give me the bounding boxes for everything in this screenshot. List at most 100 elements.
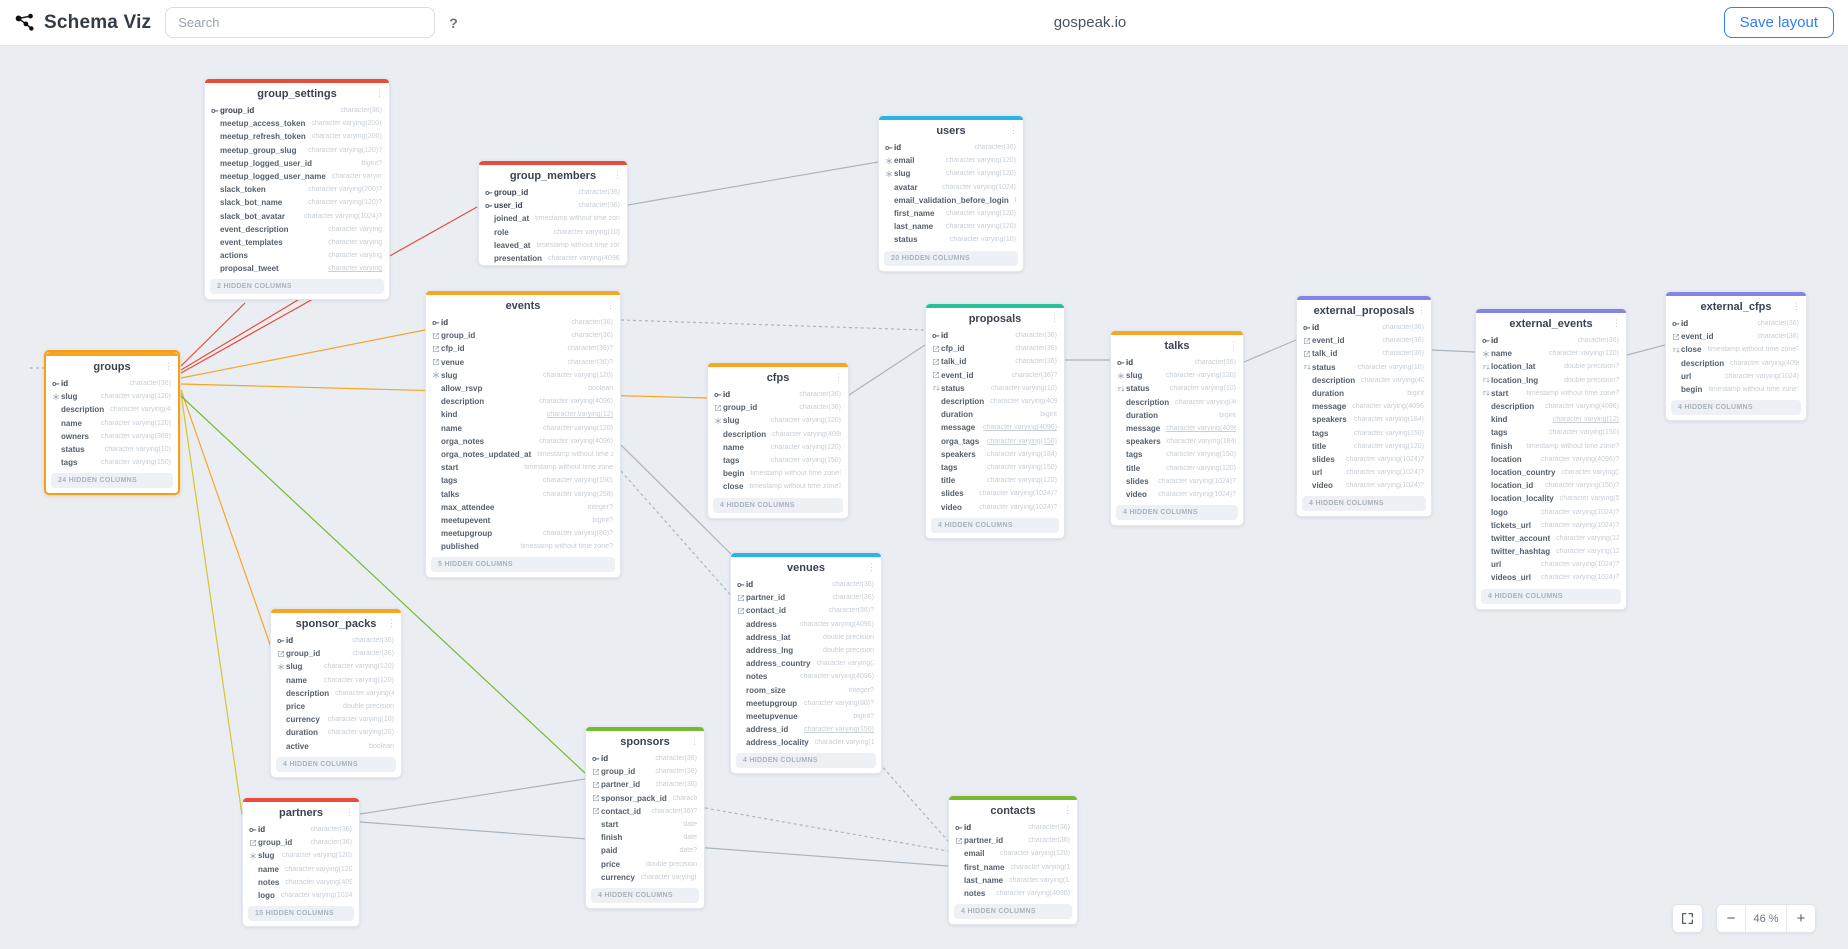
column-type: character varying(30)? (1561, 468, 1619, 476)
hidden-columns-footer[interactable]: 2 HIDDEN COLUMNS (210, 279, 384, 295)
table-color-band (1666, 292, 1806, 296)
kebab-menu-icon[interactable]: ⋮ (375, 88, 384, 98)
kebab-menu-icon[interactable]: ⋮ (1050, 313, 1059, 323)
column-name: description (441, 397, 485, 407)
hidden-columns-footer[interactable]: 20 HIDDEN COLUMNS (884, 250, 1018, 266)
column-name: orga_notes (441, 436, 485, 446)
fullscreen-button[interactable] (1673, 905, 1702, 932)
table-header[interactable]: sponsors⋮ (586, 731, 704, 752)
column-name: description (1491, 402, 1535, 412)
kebab-menu-icon[interactable]: ⋮ (1417, 305, 1426, 315)
kebab-menu-icon[interactable]: ⋮ (1063, 805, 1072, 815)
table-header[interactable]: events⋮ (426, 295, 620, 316)
column-type: character varying(150) (770, 457, 841, 465)
table-color-band (708, 363, 848, 367)
table-header[interactable]: external_proposals⋮ (1297, 300, 1431, 321)
hidden-columns-footer[interactable]: 4 HIDDEN COLUMNS (591, 887, 699, 903)
table-header[interactable]: groups⋮ (46, 356, 178, 377)
search-input[interactable] (165, 7, 436, 38)
hidden-columns-footer[interactable]: 4 HIDDEN COLUMNS (1116, 505, 1238, 521)
kebab-menu-icon[interactable]: ⋮ (387, 618, 396, 628)
kebab-menu-icon[interactable]: ⋮ (164, 361, 173, 371)
table-header[interactable]: partners⋮ (243, 802, 359, 823)
kebab-menu-icon[interactable]: ⋮ (1009, 125, 1018, 135)
column-type: character varying(184) (1166, 438, 1236, 446)
hidden-columns-footer[interactable]: 24 HIDDEN COLUMNS (51, 473, 173, 489)
kebab-menu-icon[interactable]: ⋮ (834, 372, 843, 382)
table-header[interactable]: external_events⋮ (1476, 313, 1626, 334)
diagram-canvas[interactable]: group_settings⋮ group_id character(36) meet… (0, 46, 1848, 949)
table-header[interactable]: cfps⋮ (708, 367, 848, 388)
kebab-menu-icon[interactable]: ⋮ (867, 562, 876, 572)
hidden-columns-footer[interactable]: 4 HIDDEN COLUMNS (1481, 588, 1621, 604)
hidden-columns-footer[interactable]: 4 HIDDEN COLUMNS (713, 497, 843, 513)
column-type: character varying(1024)? (1346, 455, 1424, 463)
table-header[interactable]: sponsor_packs⋮ (271, 613, 401, 634)
schema-viz-logo-icon (15, 13, 34, 31)
table-header[interactable]: proposals⋮ (926, 308, 1064, 329)
kebab-menu-icon[interactable]: ⋮ (613, 170, 622, 180)
hidden-columns-footer[interactable]: 4 HIDDEN COLUMNS (276, 756, 396, 772)
hidden-columns-footer[interactable]: 4 HIDDEN COLUMNS (1302, 496, 1426, 512)
hidden-columns-footer[interactable]: 15 HIDDEN COLUMNS (248, 906, 354, 922)
zoom-in-button[interactable]: + (1786, 905, 1815, 932)
column-name: meetupgroup (441, 529, 493, 539)
column-type: character(36) (799, 391, 841, 399)
primary-key-icon (249, 826, 258, 834)
hidden-columns-footer[interactable]: 4 HIDDEN COLUMNS (1671, 400, 1801, 416)
table-header[interactable]: talks⋮ (1111, 335, 1243, 356)
column-type: boolean (369, 742, 394, 750)
column-type: bigint (1407, 390, 1424, 398)
zoom-out-button[interactable]: − (1717, 905, 1746, 932)
hidden-columns-footer[interactable]: 5 HIDDEN COLUMNS (431, 557, 615, 573)
table-header[interactable]: users⋮ (879, 120, 1023, 141)
kebab-menu-icon[interactable]: ⋮ (1612, 318, 1621, 328)
relationship-edge (627, 161, 879, 206)
table-header[interactable]: external_cfps⋮ (1666, 296, 1806, 317)
column-name: status (894, 235, 918, 245)
column-name: group_id (258, 838, 293, 848)
kebab-menu-icon[interactable]: ⋮ (345, 807, 354, 817)
table-header[interactable]: venues⋮ (731, 557, 881, 578)
hidden-columns-footer[interactable]: 4 HIDDEN COLUMNS (736, 753, 876, 769)
table-header[interactable]: group_members⋮ (479, 165, 627, 186)
save-layout-button[interactable]: Save layout (1723, 7, 1834, 38)
kebab-menu-icon[interactable]: ⋮ (1792, 301, 1801, 311)
column-name: kind (441, 410, 458, 420)
column-type: character varying(369) (100, 432, 171, 440)
hidden-columns-footer[interactable]: 4 HIDDEN COLUMNS (931, 517, 1059, 533)
column-type: character varying(120) (323, 663, 394, 671)
kebab-menu-icon[interactable]: ⋮ (690, 736, 699, 746)
table-header[interactable]: contacts⋮ (949, 800, 1077, 821)
hidden-columns-footer[interactable]: 4 HIDDEN COLUMNS (954, 904, 1072, 920)
kebab-menu-icon[interactable]: ⋮ (1229, 340, 1238, 350)
help-icon[interactable]: ? (449, 14, 458, 31)
column-name: title (1312, 441, 1327, 451)
table-header[interactable]: group_settings⋮ (205, 83, 389, 104)
kebab-menu-icon[interactable]: ⋮ (606, 300, 615, 310)
